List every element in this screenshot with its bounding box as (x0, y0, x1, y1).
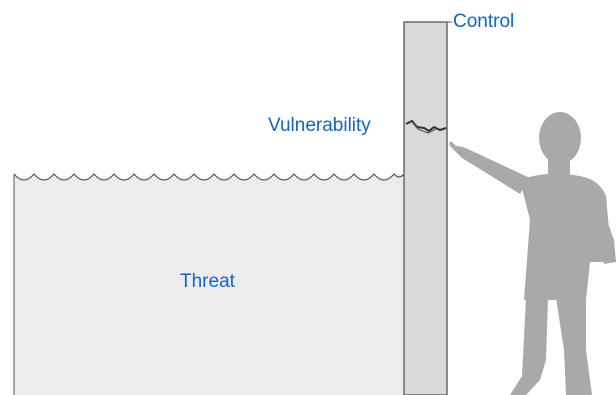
threat-label: Threat (180, 271, 235, 292)
control-wall (403, 21, 448, 395)
vulnerability-label: Vulnerability (268, 115, 371, 136)
person-silhouette (449, 112, 616, 395)
vulnerability-crack (405, 119, 447, 133)
vulnerability-crack-shadow (411, 121, 437, 134)
control-label: Control (453, 11, 515, 32)
threat-water-surface (13, 173, 405, 181)
threat-water-body (14, 174, 404, 395)
